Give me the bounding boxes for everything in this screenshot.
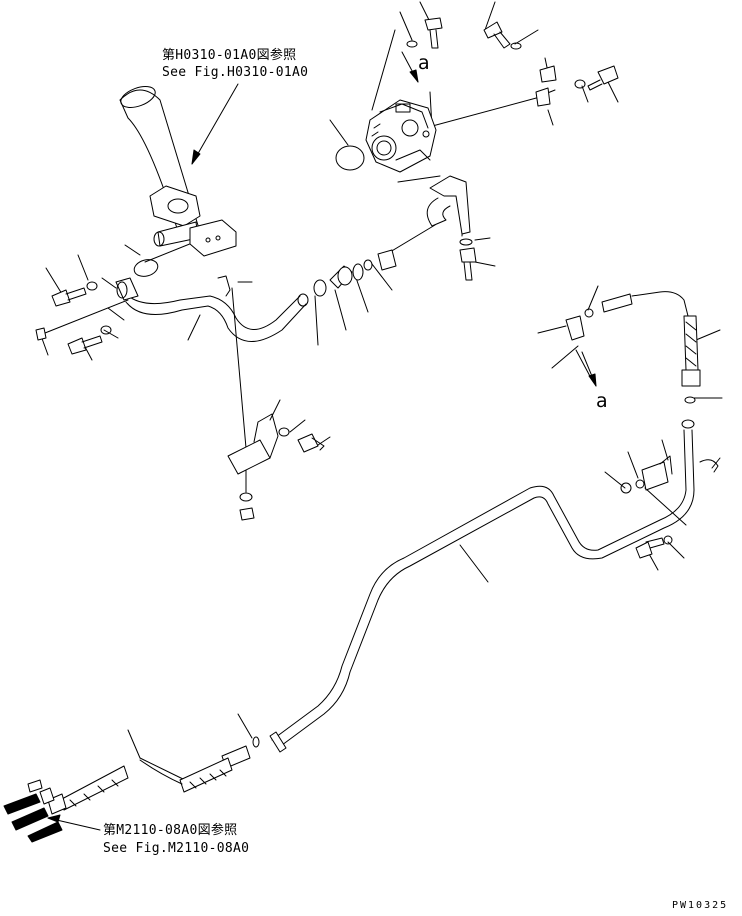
ref-bottom-en: See Fig.M2110-08A0 (103, 841, 250, 856)
steel-tube (270, 420, 694, 752)
hydraulic-pump (366, 100, 436, 172)
ref-top-jp: 第H0310-01A0図参照 (162, 48, 297, 63)
right-fittings (566, 292, 718, 558)
hose-ends-bottom (4, 780, 62, 842)
left-bolts (36, 282, 111, 354)
pump-bolts (407, 18, 618, 106)
mounting-bracket (228, 414, 324, 520)
marker-a-upper: a (418, 52, 430, 74)
bottom-hose (40, 737, 259, 814)
marker-a-lower: a (596, 390, 608, 412)
reference-arrows (48, 52, 596, 830)
o-ring-left (132, 257, 159, 279)
ref-top-en: See Fig.H0310-01A0 (162, 65, 309, 80)
hose-fittings (314, 250, 396, 296)
ref-bottom-jp: 第M2110-08A0図参照 (103, 823, 238, 838)
suction-hose (116, 276, 308, 342)
outlet-elbow (427, 176, 476, 280)
drawing-code: PW10325 (672, 900, 729, 911)
suction-elbow-pipe (118, 82, 236, 256)
pump-o-ring (336, 146, 364, 170)
